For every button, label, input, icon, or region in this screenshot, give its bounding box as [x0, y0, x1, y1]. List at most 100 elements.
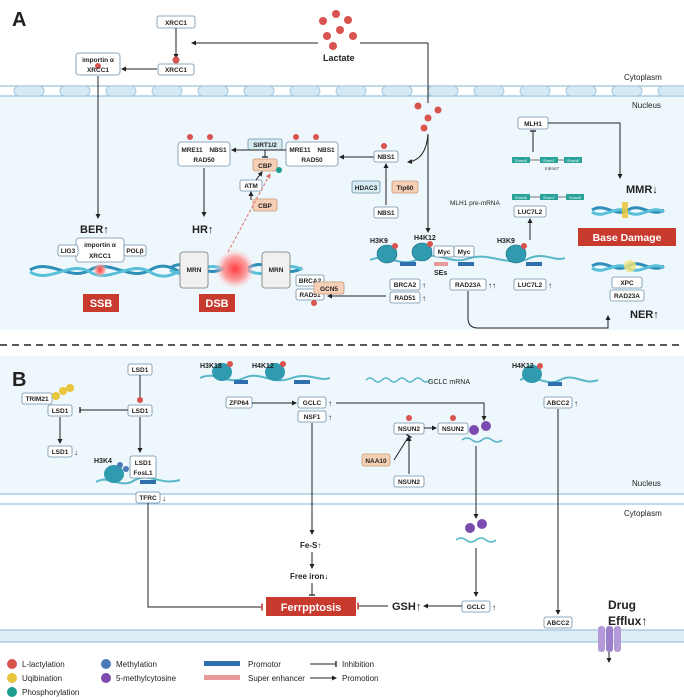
arrow-mlh1-to-mmr	[548, 122, 623, 179]
nsun2-b: NSUN2	[398, 479, 420, 486]
atm: ATM	[244, 183, 258, 190]
nuclear-pore	[105, 85, 137, 97]
luc7l2-up-box	[513, 278, 547, 291]
gcn5-box	[313, 281, 345, 295]
exon6-b: Exon6	[515, 195, 527, 200]
fosl1: FosL1	[133, 470, 153, 477]
nuclear-pore	[427, 85, 459, 97]
luc7l2-box	[513, 205, 547, 218]
nbs1-b-box	[373, 206, 399, 219]
trim21-box	[21, 392, 53, 405]
mrna-nucleus	[461, 437, 503, 443]
nuclear-pore	[611, 85, 643, 97]
rad23a-up-arrow: ↑↑	[488, 281, 496, 290]
gclc-mrna-label: GCLC mRNA	[428, 379, 470, 386]
nucleus-region-b	[0, 356, 684, 494]
promoter-b2	[234, 380, 248, 384]
arrow-rad23a-to-ner	[467, 291, 611, 329]
h3k9-b-label: H3K9	[497, 238, 515, 245]
promoter-b1	[140, 480, 156, 484]
brca2-up: BRCA2	[394, 282, 417, 289]
luc7l2-up: LUC7L2	[518, 282, 543, 289]
nuclear-pore	[59, 85, 91, 97]
rad51-up-box	[389, 291, 421, 304]
mre11-right: MRE11	[289, 147, 311, 154]
nucleosome-b3	[265, 363, 285, 381]
cytoplasm-label-a: Cytoplasm	[624, 73, 662, 82]
mmr-label: MMR↓	[626, 184, 658, 196]
ferroptosis-label: Ferrpptosis	[281, 602, 342, 614]
nuclear-pore	[519, 85, 551, 97]
polb: POLβ	[126, 248, 143, 255]
importin-a: importin α	[82, 57, 114, 64]
nucleus-label-b: Nucleus	[632, 479, 661, 488]
exon8-a: Exon8	[567, 158, 579, 163]
lig3: LIG3	[61, 248, 76, 255]
mrn-left-box	[177, 141, 231, 167]
polb-box	[123, 244, 147, 257]
nuclear-pore	[13, 85, 45, 97]
nuclear-pore	[197, 85, 229, 97]
nsun2-b-box	[393, 475, 425, 488]
luc7l2: LUC7L2	[518, 209, 543, 216]
brca2-up-arrow: ↑	[422, 281, 426, 290]
nbs1-a: NBS1	[377, 154, 395, 161]
ses-label: SEs	[434, 270, 447, 277]
lactyl-mark-importin	[95, 63, 101, 69]
gcn5: GCN5	[320, 286, 338, 293]
tip60: Tip60	[397, 185, 414, 192]
efflux-pump	[598, 626, 621, 663]
legend-ubiquination: Uqibination	[22, 674, 62, 683]
xrcc1-top: XRCC1	[165, 20, 187, 27]
myc1: Myc	[438, 249, 451, 256]
promoter-a1	[400, 262, 416, 266]
legend-super-enhancer: Super enhancer	[248, 674, 305, 683]
lactate-nuclear	[414, 102, 442, 132]
brca2: BRCA2	[299, 278, 322, 285]
trim21: TRIM21	[25, 396, 49, 403]
legend-inhibition: Inhibition	[342, 660, 374, 669]
xpc-box	[611, 276, 643, 289]
ssb-burst	[93, 263, 107, 277]
myc2-box	[453, 245, 475, 258]
rad50-left: RAD50	[193, 157, 215, 164]
gclc-n-arrow: ↑	[328, 399, 332, 408]
rad23a-up-box	[449, 278, 487, 291]
cbp-box-2	[252, 198, 278, 212]
efflux-label: Efflux↑	[608, 614, 647, 628]
nuclear-pore	[243, 85, 275, 97]
abcc2-c: ABCC2	[547, 620, 570, 627]
dsb-burst	[215, 249, 255, 289]
rad51-up: RAD51	[394, 295, 416, 302]
dsb-label-box	[199, 294, 235, 312]
nucleosome-b4	[522, 365, 542, 383]
abcc2-n-box	[543, 396, 573, 409]
legend-promotor: Promotor	[248, 660, 281, 669]
promoter-a2	[458, 262, 474, 266]
lactyl-mark-xrcc1	[172, 56, 180, 64]
lsd1-fosl1-box	[129, 455, 157, 479]
nsun2-r: NSUN2	[442, 426, 464, 433]
mrn-block-right	[261, 251, 291, 289]
h4k12-c-label: H4K12	[512, 363, 534, 370]
phos-mark-cbp	[276, 167, 282, 173]
nucleosome-2	[411, 242, 433, 262]
xrcc1-nuc: XRCC1	[89, 253, 111, 260]
mlh1-pre-mrna	[512, 157, 584, 200]
nsun2-l: NSUN2	[398, 426, 420, 433]
mlh1: MLH1	[524, 121, 542, 128]
nsf1: NSF1	[304, 414, 321, 421]
nucleosome-1	[376, 244, 398, 264]
gsh-label: GSH↑	[392, 601, 421, 613]
arrow-atm-to-cbp	[255, 171, 263, 181]
lactate-label: Lactate	[323, 53, 355, 63]
nbs1-a-box	[373, 150, 399, 163]
exon7-a: Exon7	[543, 158, 555, 163]
exon8-b: Exon8	[569, 195, 581, 200]
tip60-box	[391, 180, 419, 194]
m5c-mark-1	[469, 425, 479, 435]
zfp64: ZFP64	[229, 400, 249, 407]
nsf1-box	[297, 410, 327, 423]
myc2: Myc	[458, 249, 471, 256]
drug-label: Drug	[608, 598, 636, 612]
